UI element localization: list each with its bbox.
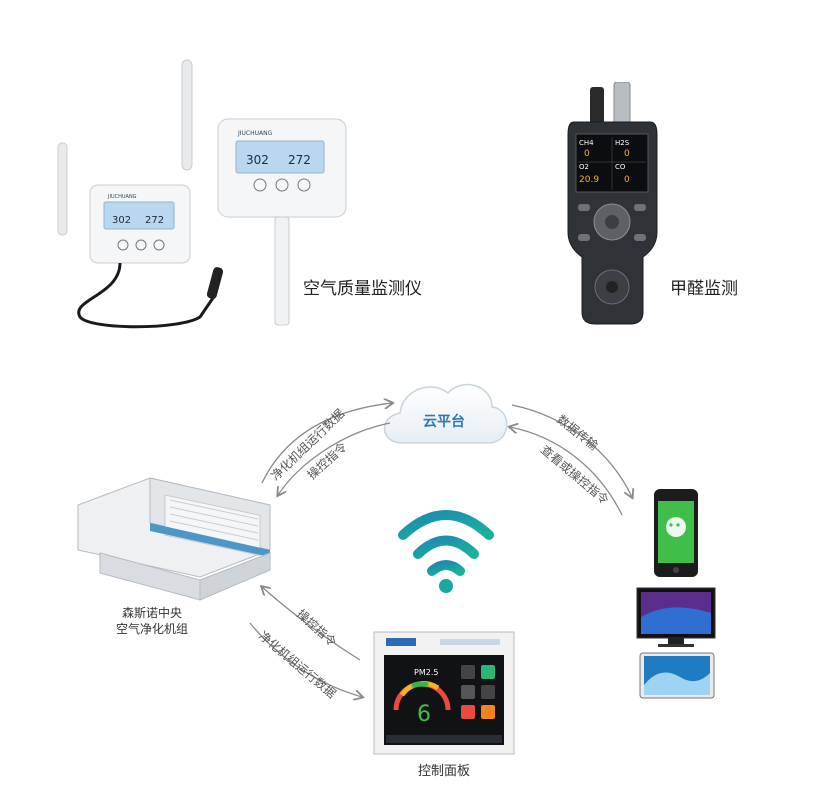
handheld-cell-label-3: CO bbox=[615, 163, 626, 171]
small-antenna bbox=[57, 142, 68, 236]
arrow-panel-to-unit bbox=[249, 622, 362, 697]
large-sensor-reading-left: 302 bbox=[246, 153, 269, 167]
probe-cable bbox=[77, 262, 217, 329]
arrow-phone-to-cloud bbox=[510, 427, 623, 516]
cloud-platform-icon bbox=[383, 383, 508, 444]
system-diagram: 云平台 净化机组运行数据 操控指令 数据传输 查看或操控指令 操控指令 净化机组… bbox=[77, 383, 716, 755]
handheld-cell-label-1: H2S bbox=[615, 139, 630, 147]
handheld-cell-value-1: 0 bbox=[624, 149, 630, 159]
cloud-platform-label: 云平台 bbox=[423, 413, 465, 430]
air-purification-unit bbox=[77, 477, 271, 601]
panel-screen-big-value: 6 bbox=[417, 702, 431, 727]
arrow-unit-to-cloud bbox=[261, 403, 392, 484]
small-sensor-reading-left: 302 bbox=[112, 215, 131, 226]
large-sensor-stem bbox=[274, 216, 290, 326]
air-unit-caption-line1: 森斯诺中央 bbox=[121, 606, 182, 620]
control-panel-device bbox=[373, 631, 515, 755]
air-unit-caption: 森斯诺中央 空气净化机组 bbox=[92, 605, 212, 637]
arrow-label-unit-to-panel: 操控指令 bbox=[294, 606, 340, 649]
probe bbox=[206, 267, 224, 299]
handheld-cell-label-2: O2 bbox=[579, 163, 589, 171]
arrow-label-phone-to-cloud: 查看或操控指令 bbox=[538, 442, 612, 507]
large-antenna bbox=[181, 59, 193, 171]
handheld-detector-illustration: CH4 0 H2S 0 O2 20.9 CO 0 bbox=[567, 82, 658, 325]
arrow-cloud-to-unit bbox=[278, 422, 391, 495]
small-sensor-brand: JIUCHUANG bbox=[107, 194, 137, 200]
large-sensor-brand: JIUCHUANG bbox=[237, 130, 273, 137]
control-panel-caption: 控制面板 bbox=[418, 764, 471, 779]
desktop-monitor-icon bbox=[636, 587, 716, 647]
smartphone-icon bbox=[654, 489, 698, 577]
panel-screen-pm-label: PM2.5 bbox=[414, 668, 438, 677]
air-unit-caption-line2: 空气净化机组 bbox=[115, 622, 188, 636]
large-sensor-reading-right: 272 bbox=[288, 153, 311, 167]
air-quality-monitors-illustration: JIUCHUANG JIUCHUANG 302 272 302 272 bbox=[57, 59, 347, 329]
arrow-cloud-to-phone bbox=[511, 404, 632, 497]
formaldehyde-caption: 甲醛监测 bbox=[670, 279, 738, 299]
handheld-cell-value-3: 0 bbox=[624, 175, 630, 185]
tablet-icon bbox=[639, 652, 715, 699]
arrow-unit-to-panel bbox=[262, 587, 361, 661]
wifi-icon bbox=[398, 510, 494, 576]
handheld-cell-value-2: 20.9 bbox=[579, 175, 599, 185]
handheld-cell-value-0: 0 bbox=[584, 149, 590, 159]
small-sensor-reading-right: 272 bbox=[145, 215, 164, 226]
handheld-cell-label-0: CH4 bbox=[579, 139, 594, 147]
air-monitor-caption: 空气质量监测仪 bbox=[303, 279, 422, 299]
